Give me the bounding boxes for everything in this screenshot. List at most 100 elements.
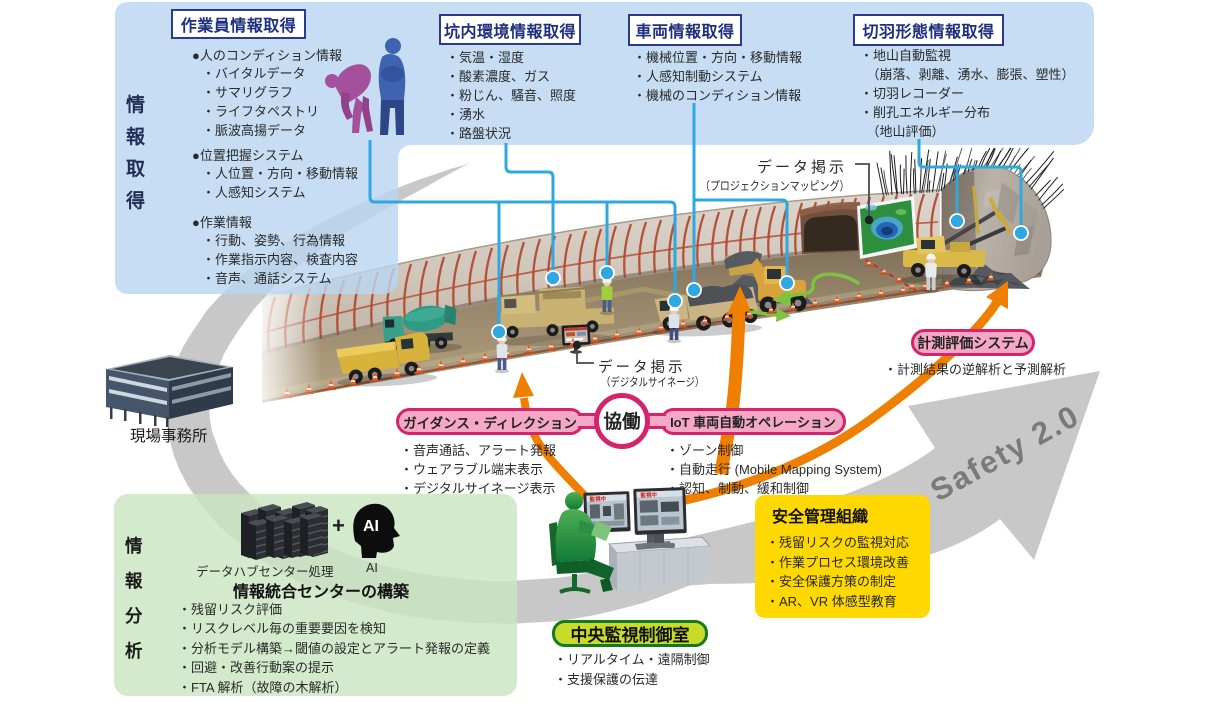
standing-person-silhouette [378,38,406,135]
projection-label-line1: データ掲示 [757,159,848,176]
projection-label-line2: （プロジェクションマッピング） [700,179,850,193]
list-item: ・自動走行 (Mobile Mapping System) [666,462,882,477]
info-analysis-items: ・残留リスク評価・リスクレベル毎の重要要因を検知・分析モデル構築→閾値の設定とア… [178,600,490,697]
list-item: ・回避・改善行動案の提示 [178,660,335,676]
sensor-dots [491,213,1029,340]
list-item: ・路盤状況 [446,126,512,141]
monitor-status-right: 監視中 [640,491,657,500]
side-label-char: 得 [126,191,146,212]
vehicle-path-arrows [750,272,860,317]
rock-bolts [876,147,1065,209]
operator-silhouette [549,492,614,594]
site-office-label: 現場事務所 [130,428,208,445]
list-item: ・脈波高揚データ [202,123,307,138]
list-item: ・安全保護方策の制定 [766,574,897,589]
list-item: ・削孔エネルギー分布 [860,105,991,120]
info-analysis-side-label: 情報分析 [125,537,143,660]
list-item: ・計測結果の逆解析と予測解析 [884,362,1067,377]
monitors: 監視中 監視中 [583,487,687,548]
list-item: ・機械のコンディション情報 [633,88,802,103]
ai-label: AI [366,561,378,575]
list-item: ・支援保護の伝達 [554,672,659,687]
vehicle-items: ・機械位置・方向・移動情報・人感知制動システム・機械のコンディション情報 [633,48,802,105]
list-item: ・分析モデル構築→閾値の設定とアラート発報の定義 [178,640,491,656]
list-item: ・AR、VR 体感型教育 [766,593,897,609]
side-label-char: 分 [125,606,143,626]
projection-mapping-screen [857,196,917,259]
ai-head-icon: AI [353,503,400,558]
list-item: ・残留リスクの監視対応 [766,535,910,550]
side-label-char: 報 [125,571,143,591]
list-item: （地山評価） [860,124,945,139]
list-item: ・機械位置・方向・移動情報 [633,50,803,65]
side-label-char: 報 [126,127,146,148]
list-item: ・ウェアラブル端末表示 [400,462,544,477]
worker-figure [923,253,939,294]
worker-group-items: ・バイタルデータ・サマリグラフ・ライフタペストリ・脈波高揚データ [202,64,319,140]
info-acquisition-side-label: 情報取得 [126,96,145,211]
signage-label-line2: （デジタルサイネージ） [601,377,705,389]
vehicle-info-header: 車両情報取得 [628,14,742,46]
list-item: ・リアルタイム・遠隔制御 [554,652,710,667]
digital-signage [561,324,591,354]
list-item: ・残留リスク評価 [178,602,283,617]
list-item: ・人感知システム [202,185,306,200]
list-item: ・粉じん、騒音、照度 [446,88,577,103]
list-item: ・人感知制動システム [633,69,763,84]
list-item: ・FTA 解析（故障の木解析） [178,679,348,695]
list-item: ・作業指示内容、検査内容 [202,252,359,267]
info-acquisition-panel-left [115,2,398,294]
list-item: ・湧水 [446,107,486,122]
data-hub-label: データハブセンター処理 [196,565,334,579]
plus-sign: + [332,513,345,538]
worker-group-items: ・行動、姿勢、行為情報・作業指示内容、検査内容・音声、通話システム [202,231,358,288]
control-room-items: ・リアルタイム・遠隔制御・支援保護の伝達 [554,650,710,690]
unlined-section [800,201,863,254]
list-item: （崩落、剥離、湧水、膨張、塑性） [860,67,1075,82]
face-items: ・地山自動監視 （崩落、剥離、湧水、膨張、塑性） ・切羽レコーダー・削孔エネルギー… [860,46,1075,141]
list-item: ・ゾーン制御 [666,443,744,458]
signage-label-line1: データ掲示 [598,360,686,376]
monitor-status-left: 監視中 [589,495,606,504]
list-item: ・認知、制動、緩和制御 [666,481,810,496]
list-item: ・リスクレベル毎の重要要因を検知 [178,621,387,637]
data-hub-servers [241,502,328,560]
panel-inner-fillet [398,145,411,158]
list-item: ・ライフタペストリ [202,104,320,119]
worker-group-heading: ●人のコンディション情報 [192,48,342,63]
ai-head-text: AI [363,518,379,535]
control-room-badge: 中央監視制御室 [552,620,708,647]
measurement-items: ・計測結果の逆解析と予測解析 [884,360,1066,379]
worker-silhouettes [325,38,406,135]
signage-label-dot [572,340,582,350]
orange-arrowheads [513,281,1008,398]
collaboration-circle: 協働 [594,393,650,449]
safety-org-items: ・残留リスクの監視対応・作業プロセス環境改善・安全保護方策の制定・AR、VR 体… [766,533,909,611]
list-item: ・地山自動監視 [860,48,952,63]
list-item: ・酸素濃度、ガス [446,69,551,84]
side-label-char: 情 [126,95,146,116]
face-info-header: 切羽形態情報取得 [853,14,1004,46]
guidance-items: ・音声通話、アラート発報・ウェアラブル端末表示・デジタルサイネージ表示 [400,441,556,498]
side-label-char: 析 [125,641,143,661]
worker-group-heading: ●作業情報 [192,215,252,230]
iot-operation-items: ・ゾーン制御・自動走行 (Mobile Mapping System) ・認知、制… [666,441,882,498]
environment-items: ・気温・湿度・酸素濃度、ガス・粉じん、騒音、照度・湧水・路盤状況 [446,48,576,143]
list-item: ・デジタルサイネージ表示 [400,481,556,496]
worker-group-items: ・人位置・方向・移動情報・人感知システム [202,164,358,202]
list-item: ・作業プロセス環境改善 [766,554,910,570]
projection-label-dot [864,215,874,225]
measurement-pill: 計測評価システム [911,329,1035,356]
safety-org-title: 安全管理組織 [772,509,869,526]
environment-info-header: 坑内環境情報取得 [439,14,581,45]
safety-org-box [755,495,930,618]
list-item: ・気温・湿度 [446,50,525,65]
label-connectors [576,163,870,364]
list-item: ・切羽レコーダー [860,86,965,101]
sensor-connectors [368,103,1023,330]
list-item: ・行動、姿勢、行為情報 [202,233,346,248]
list-item: ・音声、通話システム [202,271,332,286]
list-item: ・音声通話、アラート発報 [400,443,557,458]
